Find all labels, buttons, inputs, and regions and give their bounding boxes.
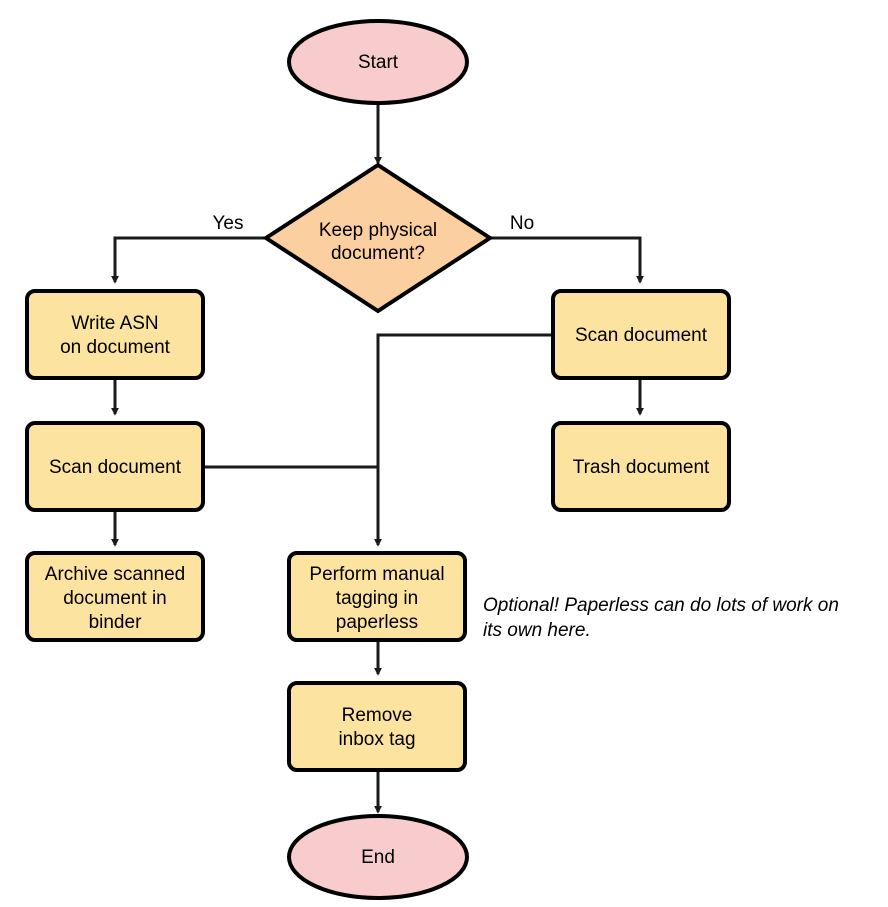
node-end[interactable]: End [287, 814, 469, 900]
remove-inbox-label-line1: Remove [342, 705, 413, 726]
decision-label-line1: Keep physical [319, 220, 437, 241]
node-trash-document[interactable]: Trash document [551, 421, 731, 512]
scan-left-box [25, 421, 205, 512]
tagging-label-line1: Perform manual [309, 564, 444, 585]
edge-scan-right-to-tagging [374, 333, 553, 547]
edge-label-yes: Yes [213, 213, 244, 234]
node-write-asn-on-document[interactable]: Write ASN on document [25, 289, 205, 380]
tagging-box [287, 551, 467, 642]
edge-decision-yes-to-write-asn [111, 236, 266, 284]
connector-layer [111, 101, 644, 814]
annotation-line2: its own here. [483, 620, 591, 641]
node-perform-manual-tagging[interactable]: Perform manual tagging in paperless [287, 551, 467, 642]
write-asn-box [25, 289, 205, 380]
trash-label: Trash document [573, 457, 710, 478]
start-label: Start [358, 52, 399, 73]
decision-label-line2: document? [331, 243, 425, 264]
scan-right-label: Scan document [575, 325, 708, 346]
archive-label-line3: binder [89, 612, 142, 633]
node-archive-scanned-document[interactable]: Archive scanned document in binder [25, 551, 205, 642]
tagging-label-line3: paperless [336, 612, 418, 633]
edge-decision-no-to-scan-right [490, 236, 644, 284]
annotation-optional-note: Optional! Paperless can do lots of work … [483, 595, 839, 641]
tagging-label-line2: tagging in [336, 588, 418, 609]
remove-inbox-box [287, 681, 467, 772]
scan-left-label: Scan document [49, 457, 182, 478]
end-label: End [361, 847, 395, 868]
archive-label-line2: document in [63, 588, 167, 609]
end-ellipse [287, 814, 469, 900]
remove-inbox-label-line2: inbox tag [338, 729, 415, 750]
scan-right-box [551, 289, 731, 380]
annotation-line1: Optional! Paperless can do lots of work … [483, 595, 839, 616]
node-start[interactable]: Start [287, 19, 469, 105]
write-asn-label-line1: Write ASN [71, 313, 158, 334]
edge-label-no: No [510, 213, 534, 234]
start-ellipse [287, 19, 469, 105]
node-remove-inbox-tag[interactable]: Remove inbox tag [287, 681, 467, 772]
archive-label-line1: Archive scanned [45, 564, 185, 585]
trash-box [551, 421, 731, 512]
node-scan-document-right[interactable]: Scan document [551, 289, 731, 380]
node-scan-document-left[interactable]: Scan document [25, 421, 205, 512]
node-decision-keep-physical-document[interactable]: Keep physical document? [262, 162, 494, 314]
decision-diamond [262, 162, 494, 314]
write-asn-label-line2: on document [60, 337, 171, 358]
archive-box [25, 551, 205, 642]
